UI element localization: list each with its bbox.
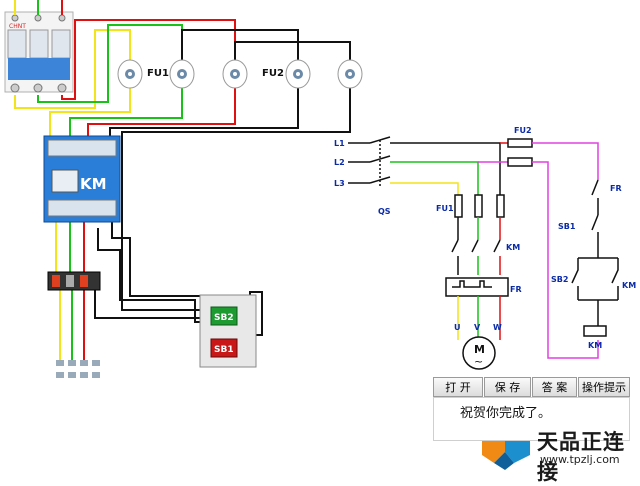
thermal-overload[interactable] (47, 271, 101, 291)
message-panel (433, 397, 630, 441)
svg-text:FR: FR (610, 184, 622, 193)
svg-text:SB1: SB1 (558, 222, 576, 231)
svg-text:KM: KM (622, 281, 636, 290)
svg-text:L1: L1 (334, 139, 345, 148)
svg-text:FU1: FU1 (436, 204, 454, 213)
hint-button[interactable]: 操作提示 (578, 377, 630, 397)
answer-button[interactable]: 答 案 (532, 377, 577, 397)
svg-text:KM: KM (588, 341, 602, 350)
circuit-breaker[interactable]: CHNT (4, 11, 74, 93)
svg-text:FU2: FU2 (514, 126, 532, 135)
svg-text:M: M (474, 343, 485, 356)
fuse-holder (337, 59, 363, 89)
svg-text:KM: KM (506, 243, 520, 252)
sb2-button-label: SB2 (214, 313, 234, 323)
fuse-holder (117, 59, 143, 89)
schematic (348, 136, 619, 370)
fuse-holder (222, 59, 248, 89)
svg-text:FR: FR (510, 285, 522, 294)
svg-text:SB2: SB2 (551, 275, 568, 284)
fuse-row[interactable] (117, 59, 363, 89)
sb1-button-label: SB1 (214, 345, 234, 355)
save-button[interactable]: 保 存 (484, 377, 531, 397)
svg-text:V: V (474, 323, 481, 332)
sb1-button[interactable]: SB1 (210, 338, 238, 358)
output-terminals (56, 360, 100, 378)
circuit-canvas: CHNT FU1 FU2 KM (4, 0, 636, 470)
svg-text:~: ~ (474, 355, 483, 368)
schematic-labels: L1 L2 L3 QS FU1 FU2 KM FR FR SB1 SB2 KM … (334, 126, 636, 368)
open-button[interactable]: 打 开 (433, 377, 483, 397)
svg-text:U: U (454, 323, 461, 332)
contactor-label: KM (80, 175, 107, 193)
completion-message: 祝贺你完成了。 (460, 406, 552, 421)
breaker-brand: CHNT (9, 23, 26, 30)
fuse-holder (285, 59, 311, 89)
fu1-label: FU1 (147, 68, 169, 79)
watermark-url: www.tpzlj.com (540, 453, 620, 466)
fuse-holder (169, 59, 195, 89)
contactor[interactable]: KM (43, 135, 121, 223)
svg-text:L2: L2 (334, 158, 345, 167)
svg-text:QS: QS (378, 207, 391, 216)
svg-text:W: W (493, 323, 502, 332)
sb2-button[interactable]: SB2 (210, 306, 238, 326)
supply-wires (14, 0, 63, 15)
svg-text:L3: L3 (334, 179, 345, 188)
fu2-label: FU2 (262, 68, 284, 79)
